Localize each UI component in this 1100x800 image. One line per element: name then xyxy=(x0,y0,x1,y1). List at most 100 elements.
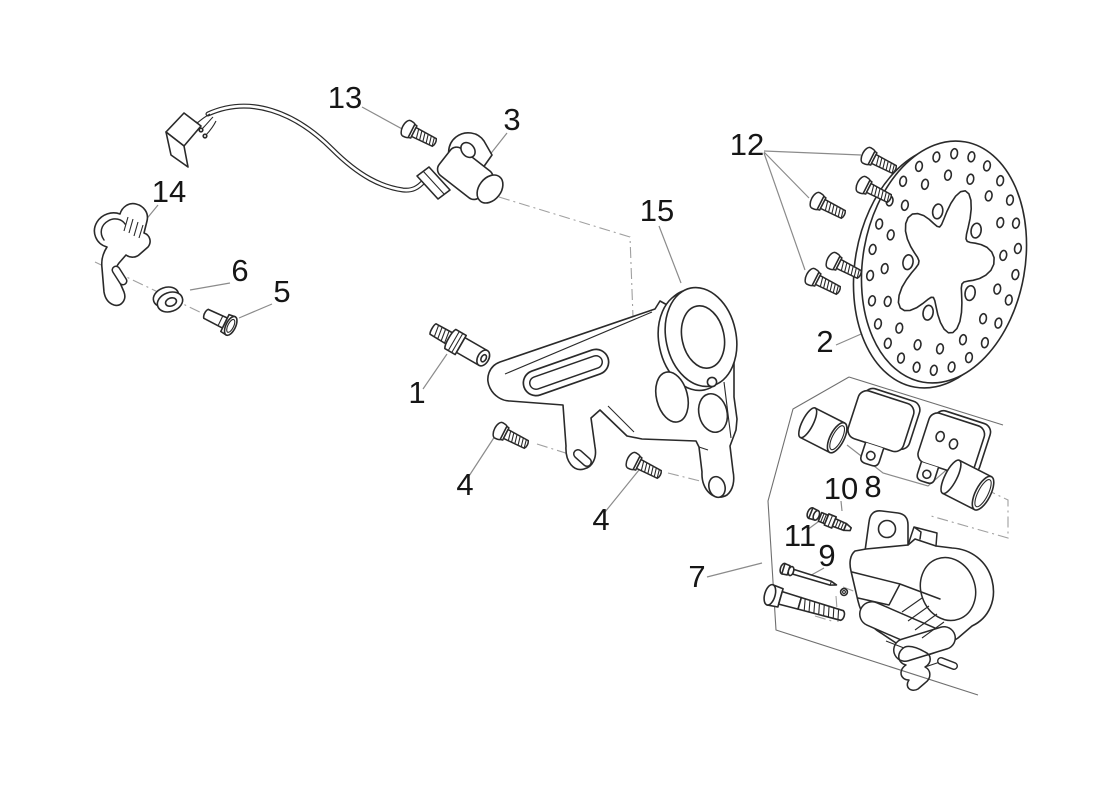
bracket-fold-line xyxy=(607,405,635,433)
piston2-bore xyxy=(974,479,992,508)
callout-9: 9 xyxy=(818,538,835,573)
callout-5: 5 xyxy=(273,274,290,309)
disc-bolt-1 xyxy=(858,144,901,179)
bleed-valve-hex-line xyxy=(827,515,834,527)
leader-4a xyxy=(468,432,498,477)
disc-drill-hole xyxy=(947,361,956,373)
callout-12: 12 xyxy=(730,127,764,162)
pad2-tab-hole xyxy=(922,469,932,480)
bolt5-head-face xyxy=(223,315,238,337)
pin-rod xyxy=(791,568,838,586)
callout-7: 7 xyxy=(688,559,705,594)
clip-slot-hole-inner xyxy=(113,267,126,284)
part-brake-disc xyxy=(852,140,1028,389)
clip-inner-curl xyxy=(100,218,126,241)
bleed-valve-tip xyxy=(842,522,853,532)
disc-drill-hole xyxy=(980,336,990,349)
disc-drill-hole xyxy=(982,160,992,172)
part-stud xyxy=(429,323,491,367)
callout-1: 1 xyxy=(408,375,425,410)
boundary-top-edge xyxy=(848,376,1004,426)
piston2-rim xyxy=(971,475,995,511)
part-pad-pin xyxy=(779,562,849,597)
disc-drill-hole xyxy=(1005,194,1015,206)
disc-drill-hole xyxy=(873,318,883,330)
disc-drill-hole xyxy=(929,364,938,377)
leader-12 xyxy=(763,150,862,271)
disc-drill-hole xyxy=(996,216,1005,229)
disc-drill-hole xyxy=(867,295,877,307)
cable-ferrule-edge xyxy=(422,170,445,195)
bolt5-shank xyxy=(202,308,229,329)
bracket-hole-small xyxy=(706,376,718,388)
disc-drill-hole xyxy=(1004,294,1013,306)
disc-mount-hole xyxy=(902,254,914,271)
caliper-key-ridge xyxy=(907,526,938,547)
caliper-bottom-cylinder-fill xyxy=(894,627,955,661)
callout-2: 2 xyxy=(816,324,833,359)
clip-tail xyxy=(885,640,905,649)
caliper-bolt-head-face xyxy=(763,583,777,606)
wire-terminal-3 xyxy=(202,133,208,139)
leader-4b xyxy=(604,469,640,513)
callout-8: 8 xyxy=(864,469,881,504)
caliper-pistons xyxy=(797,407,995,511)
bracket-foot-slot-fill xyxy=(574,450,591,466)
piston1-bore xyxy=(829,425,846,451)
disc-drill-hole xyxy=(950,147,959,160)
part-bolt-5 xyxy=(202,308,238,337)
disc-drill-hole xyxy=(900,199,910,212)
leader-15 xyxy=(658,225,682,284)
wire-terminal-2 xyxy=(198,127,204,133)
disc-drill-hole xyxy=(880,262,889,275)
disc-drill-hole xyxy=(984,190,993,202)
disc-drill-hole xyxy=(868,243,877,256)
leader-1 xyxy=(422,353,448,390)
bracket-hole-large xyxy=(654,371,690,423)
leader-7 xyxy=(706,562,763,578)
disc-drill-hole xyxy=(935,343,945,355)
screw4b-centerline xyxy=(667,472,701,482)
bracket-screw-4a xyxy=(490,419,533,454)
caliper-group-boundary xyxy=(767,376,1004,696)
clip-ribs xyxy=(123,216,144,239)
caliper-body xyxy=(849,510,995,662)
disc-mount-hole xyxy=(970,222,982,239)
bolt5-step xyxy=(217,315,224,327)
disc-drill-holes xyxy=(865,147,1023,377)
sensor-ear-hole xyxy=(460,141,476,159)
disc-drill-hole xyxy=(966,173,975,185)
disc-drill-hole xyxy=(898,175,908,188)
disc-drill-hole xyxy=(875,218,884,230)
boundary-left-bottom-edge xyxy=(767,376,979,696)
callout-6: 6 xyxy=(231,253,248,288)
callout-13: 13 xyxy=(328,80,362,115)
bleed-valve-neck-ticks xyxy=(820,513,827,524)
disc-drill-hole xyxy=(996,174,1005,187)
disc-bolt-5 xyxy=(802,265,845,300)
bracket-slot-inner-fill xyxy=(530,356,602,389)
callout-11: 11 xyxy=(784,518,816,553)
disc-center-cutout xyxy=(897,190,995,334)
clip-washer-bolt-centerline xyxy=(94,261,205,315)
bracket-right-edge xyxy=(698,381,732,451)
disc-drill-hole xyxy=(914,160,924,173)
sensor-screw-13 xyxy=(398,117,441,152)
disc-drill-hole xyxy=(1011,268,1020,281)
piston1-back xyxy=(797,407,818,439)
stud-threads xyxy=(433,325,450,344)
disc-drill-hole xyxy=(993,283,1002,295)
piston1-rim xyxy=(826,421,848,454)
sensor-face xyxy=(476,174,504,204)
disc-mount-hole xyxy=(922,304,934,321)
disc-drill-hole xyxy=(883,295,892,308)
bolt5-head-detail xyxy=(226,318,236,333)
disc-drill-hole xyxy=(964,351,974,364)
bracket-arm-edge xyxy=(504,311,653,375)
disc-drill-hole xyxy=(999,249,1008,262)
piston-bore-centerline xyxy=(930,488,1009,539)
part-washer xyxy=(152,286,184,313)
part-brake-pads xyxy=(847,387,992,485)
